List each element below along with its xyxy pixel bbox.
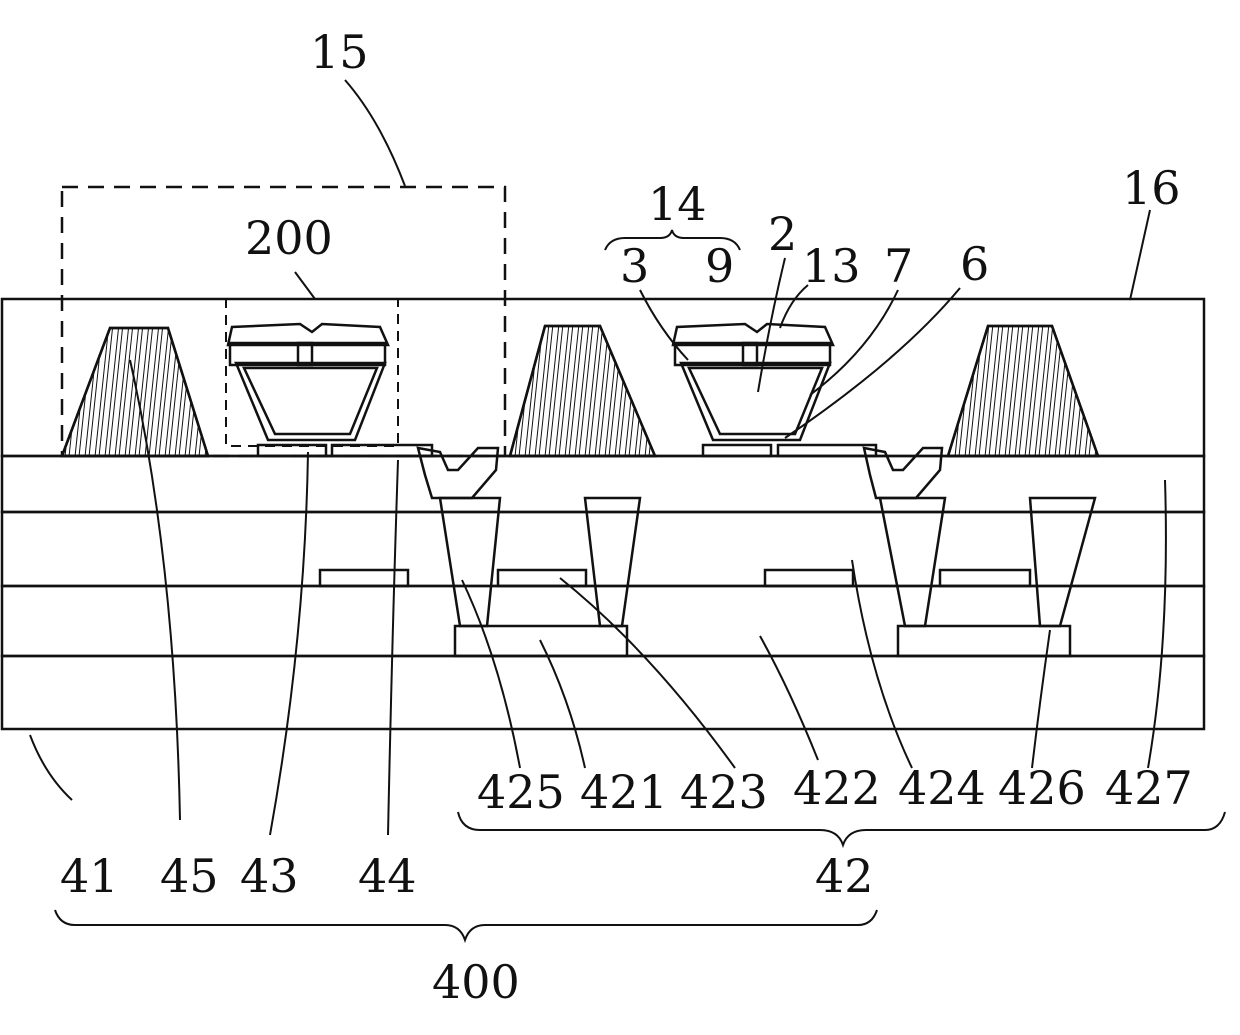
- label-424: 424: [898, 761, 986, 815]
- electrode-right-b: [778, 445, 876, 456]
- bank-right-fill: [948, 326, 1098, 456]
- leader-425: [462, 580, 520, 768]
- region-200-box: [226, 299, 398, 446]
- brace-42: [458, 812, 1225, 845]
- bottom-dielectric-layer: [2, 586, 1204, 656]
- label-14: 14: [648, 177, 707, 231]
- label-421: 421: [580, 765, 668, 819]
- leader-44: [388, 460, 398, 835]
- leader-43: [270, 452, 308, 835]
- via-424: [880, 498, 945, 626]
- label-45: 45: [160, 849, 219, 903]
- label-422: 422: [793, 761, 881, 815]
- via-425: [440, 498, 500, 626]
- leader-15: [345, 80, 405, 186]
- gate-electrode-2: [498, 570, 586, 586]
- label-44: 44: [358, 849, 417, 903]
- label-7: 7: [884, 239, 913, 293]
- label-16: 16: [1122, 161, 1181, 215]
- label-400: 400: [432, 955, 520, 1009]
- label-3: 3: [620, 239, 649, 293]
- label-427: 427: [1105, 761, 1193, 815]
- leader-16: [1130, 210, 1150, 300]
- label-41: 41: [60, 849, 119, 903]
- active-layer-2: [898, 626, 1070, 656]
- label-15: 15: [310, 25, 369, 79]
- leader-421: [540, 640, 585, 768]
- substrate-layer: [2, 656, 1204, 729]
- micro-led-right: [673, 324, 833, 440]
- planarization-layer: [2, 456, 1204, 512]
- via-426: [1030, 498, 1095, 626]
- label-43: 43: [240, 849, 299, 903]
- bank-center-fill: [510, 326, 655, 456]
- leader-200: [295, 272, 315, 299]
- electrode-right-a: [703, 445, 771, 456]
- leader-422: [760, 636, 818, 760]
- gate-electrode-4: [940, 570, 1030, 586]
- leader-423: [560, 578, 735, 768]
- leader-424: [852, 560, 912, 768]
- label-423: 423: [680, 765, 768, 819]
- label-6: 6: [960, 237, 989, 291]
- label-425: 425: [477, 765, 565, 819]
- brace-400: [55, 910, 877, 940]
- leader-41: [30, 735, 72, 800]
- label-42: 42: [815, 849, 874, 903]
- leader-427: [1148, 480, 1166, 768]
- label-2: 2: [768, 207, 797, 261]
- label-9: 9: [705, 239, 734, 293]
- middle-dielectric-layer: [2, 512, 1204, 586]
- leader-3: [640, 290, 688, 360]
- label-13: 13: [802, 239, 861, 293]
- bank-left-fill: [62, 328, 208, 456]
- label-426: 426: [998, 761, 1086, 815]
- leader-426: [1032, 630, 1050, 768]
- gate-electrode-3: [765, 570, 853, 586]
- label-200: 200: [245, 211, 333, 265]
- micro-led-left: [228, 324, 388, 440]
